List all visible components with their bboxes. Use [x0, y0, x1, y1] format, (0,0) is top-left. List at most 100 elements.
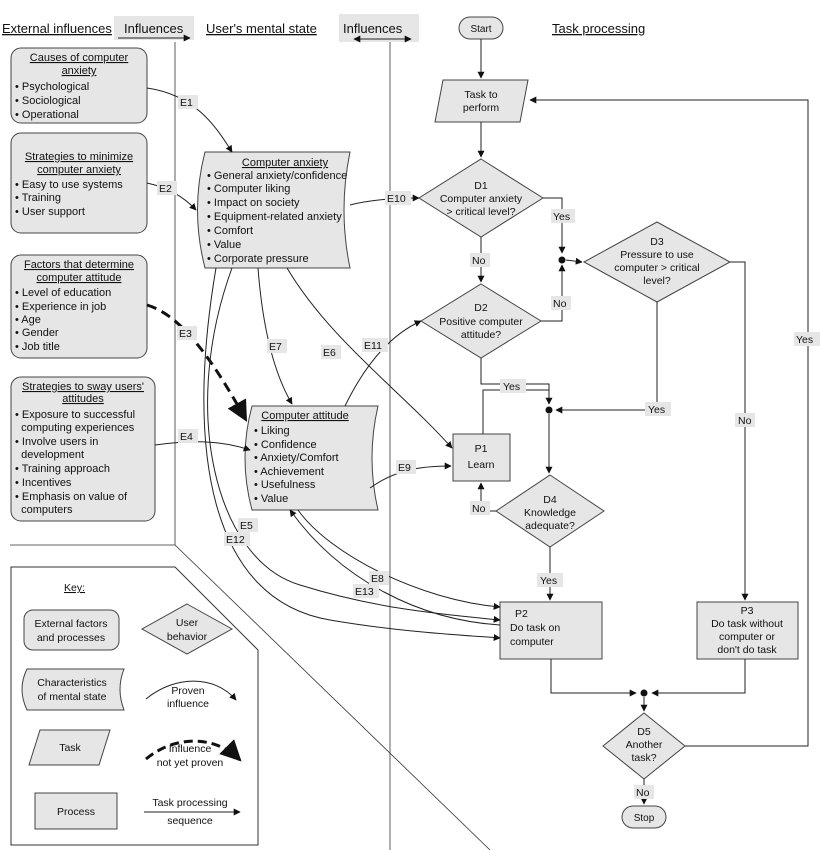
strategies-sway-item: • Training approach — [15, 463, 110, 475]
flow-start: Start — [458, 16, 504, 40]
arrow-e3-dashed — [146, 303, 248, 422]
attitude-shape — [244, 405, 379, 511]
connector-d2-no — [541, 264, 566, 322]
label-yes: Yes — [796, 334, 813, 346]
edge-label-bg — [385, 191, 411, 205]
label-yes: Yes — [553, 211, 570, 223]
anxiety-item: • Comfort — [207, 225, 253, 237]
strategies-sway-item: • Emphasis on value of — [15, 491, 128, 503]
d4-label-2: adequate? — [525, 520, 575, 532]
start-label: Start — [470, 24, 491, 35]
strategies-sway-item: computing experiences — [15, 422, 135, 434]
edge-label-bg — [353, 584, 379, 598]
flow-stop: Stop — [621, 805, 667, 829]
causes-title-1: Causes of computer — [30, 52, 129, 64]
edge-label-e11: E11 — [364, 340, 382, 352]
key-sequence-1: Task processing — [152, 797, 227, 809]
label-no: No — [472, 255, 486, 267]
d1-label-2: > critical level? — [446, 206, 515, 218]
factors-attitude-item: • Age — [15, 314, 41, 326]
influence-arrows — [146, 87, 501, 642]
edge-label-bg — [362, 338, 388, 352]
connector-d1-yes — [543, 197, 566, 254]
key-user-behavior-1: User — [176, 617, 199, 629]
external-box-factors-attitude: Factors that determine computer attitude… — [10, 254, 148, 359]
column-headers: External influences Influences User's me… — [2, 14, 645, 43]
key-not-proven-1: Influence — [169, 743, 212, 755]
label-bg — [537, 573, 563, 587]
flow-p2: P2 Do task on computer — [499, 601, 603, 660]
p1-label: Learn — [468, 459, 495, 471]
factors-attitude-item: • Level of education — [15, 287, 111, 299]
header-external-influences: External influences — [2, 21, 112, 36]
label-bg — [551, 296, 571, 310]
external-box-strategies-sway: Strategies to sway users' attitudes • Ex… — [10, 376, 156, 522]
key-title: Key: — [64, 582, 85, 594]
label-no: No — [738, 415, 752, 427]
label-bg — [735, 413, 755, 427]
key-legend: Key: External factors and processes User… — [10, 566, 259, 846]
flow-d2: D2 Positive computer attitude? — [420, 283, 542, 359]
edge-label-bg — [321, 345, 341, 359]
d2-label-1: Positive computer — [439, 316, 523, 328]
anxiety-item: • Equipment-related anxiety — [207, 211, 342, 223]
arrow-e13 — [289, 509, 501, 626]
flow-task: Task to perform — [434, 79, 529, 123]
connector-d5-yes — [529, 96, 809, 747]
key-task-label: Task — [59, 742, 81, 754]
anxiety-item: • Impact on society — [207, 197, 300, 209]
flow-d1: D1 Computer anxiety > critical level? — [418, 158, 544, 238]
edge-label-bg — [178, 429, 198, 443]
d3-label-2: computer > critical — [614, 262, 700, 274]
header-influences-right: Influences — [343, 21, 403, 36]
p3-label-3: don't do task — [717, 644, 777, 656]
junction-dot-1 — [558, 256, 566, 264]
edge-label-e2: E2 — [159, 183, 172, 195]
attitude-title: Computer attitude — [261, 410, 348, 422]
mental-state-anxiety: Computer anxiety • General anxiety/confi… — [197, 151, 351, 269]
edge-label-bg — [178, 95, 198, 109]
flow-connectors — [477, 39, 809, 805]
external-box-causes: Causes of computer anxiety • Psychologic… — [10, 47, 148, 124]
label-yes: Yes — [540, 575, 557, 587]
attitude-item: • Liking — [254, 425, 290, 437]
anxiety-item: • Value — [207, 239, 241, 251]
key-sequence-2: sequence — [167, 815, 213, 827]
label-bg — [645, 402, 671, 416]
edge-label-bg — [369, 571, 389, 585]
factors-attitude-item: • Gender — [15, 327, 59, 339]
strategies-sway-title-1: Strategies to sway users' — [22, 381, 144, 393]
stop-label: Stop — [634, 813, 655, 824]
task-label-1: Task to — [464, 89, 497, 101]
key-mental-state-2: of mental state — [38, 691, 107, 703]
d1-id: D1 — [474, 180, 488, 192]
key-mental-state-shape — [21, 668, 125, 711]
causes-item: • Operational — [15, 109, 79, 121]
edge-label-e5: E5 — [240, 520, 253, 532]
factors-attitude-title-1: Factors that determine — [24, 259, 134, 271]
p2-label-2: computer — [510, 636, 554, 648]
factors-attitude-item: • Experience in job — [15, 301, 106, 313]
strategies-sway-item: • Exposure to successful — [15, 409, 135, 421]
edge-label-e10: E10 — [387, 193, 406, 205]
connector-learn-feed — [482, 389, 549, 434]
edge-label-bg — [238, 518, 258, 532]
key-not-proven-2: not yet proven — [157, 757, 224, 769]
attitude-item: • Usefulness — [254, 479, 316, 491]
flow-p3: P3 Do task without computer or don't do … — [696, 601, 799, 660]
connector-p2-merge — [550, 659, 637, 697]
strategies-minimize-item: • Easy to use systems — [15, 179, 123, 191]
label-yes: Yes — [503, 381, 520, 393]
edge-label-e4: E4 — [180, 431, 193, 443]
p2-label-1: Do task on — [510, 622, 560, 634]
strategies-minimize-item: • Training — [15, 192, 61, 204]
p3-label-2: computer or — [719, 631, 776, 643]
label-bg — [634, 785, 654, 799]
edge-label-e3: E3 — [179, 328, 192, 340]
strategies-sway-item: development — [15, 449, 84, 461]
p3-box — [696, 601, 799, 660]
label-yes: Yes — [648, 404, 665, 416]
edge-label-e1: E1 — [180, 97, 193, 109]
d4-id: D4 — [543, 494, 557, 506]
